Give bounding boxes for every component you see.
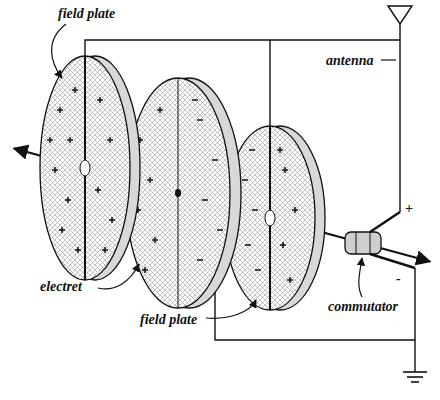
disk-hole xyxy=(80,160,90,176)
disk-face xyxy=(40,56,130,280)
part-label: field plate xyxy=(58,5,115,22)
disk-face xyxy=(126,78,230,308)
disk-face xyxy=(126,78,230,308)
part-label: commutator xyxy=(328,298,398,315)
disk-slit xyxy=(84,176,86,280)
ground-bar xyxy=(411,381,419,383)
part-label: antenna xyxy=(326,52,373,69)
ground-symbol xyxy=(403,372,427,382)
leader-line xyxy=(98,264,139,289)
leader-line xyxy=(206,300,256,318)
disk-slit xyxy=(269,126,271,211)
leader-lines xyxy=(52,24,396,318)
brush xyxy=(370,212,400,232)
polarity-sign: - xyxy=(396,270,401,287)
charge-plus xyxy=(47,87,81,253)
charge-plus xyxy=(95,97,115,253)
leader-line xyxy=(52,24,66,78)
disk-face xyxy=(40,56,130,280)
ground-bar xyxy=(403,371,427,373)
ground-bar xyxy=(407,376,423,378)
part-label: field plate xyxy=(140,311,197,328)
commutator-drum xyxy=(345,232,381,254)
disk-hub xyxy=(175,189,181,197)
antenna-wire xyxy=(399,24,400,212)
charge-minus xyxy=(192,100,223,260)
charge-minus xyxy=(242,150,261,270)
disk-slit xyxy=(269,225,271,310)
brush xyxy=(370,254,415,268)
commutator-symbol xyxy=(345,212,415,268)
antenna-symbol xyxy=(388,6,412,24)
part-label: electret xyxy=(40,278,82,295)
disk-hole xyxy=(265,210,275,226)
polarity-sign: + xyxy=(405,200,413,217)
disk-slit xyxy=(84,56,86,160)
ground-lead xyxy=(414,340,415,372)
leader-line xyxy=(359,258,362,297)
leader-line xyxy=(381,59,396,60)
field-plate-disk xyxy=(40,56,140,280)
electret-disk xyxy=(126,78,241,308)
charge-plus xyxy=(277,147,298,283)
plate-wire xyxy=(269,40,270,128)
commutator-band xyxy=(356,232,357,254)
commutator-band xyxy=(370,232,371,254)
